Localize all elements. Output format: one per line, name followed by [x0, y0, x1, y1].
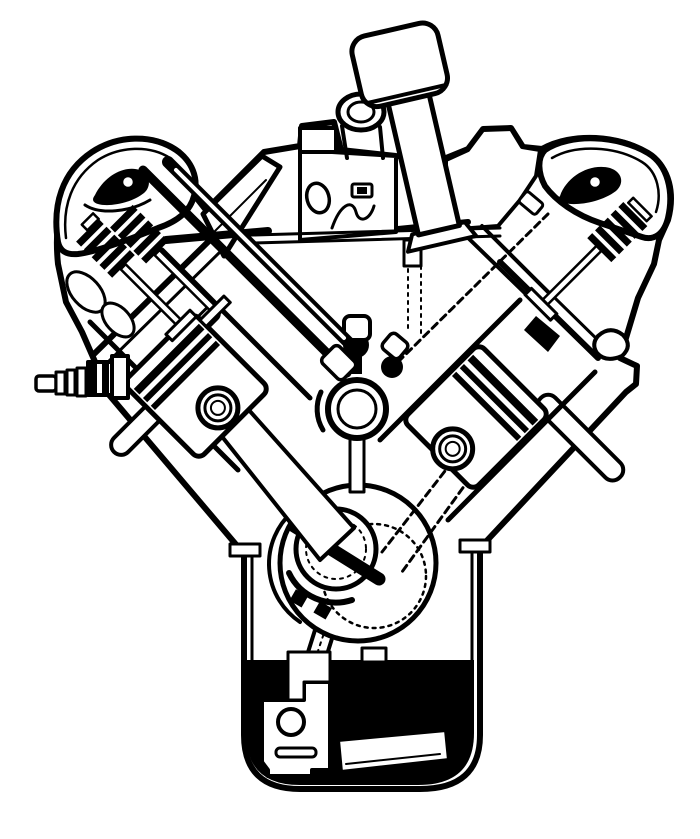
right-valve-spring	[523, 196, 653, 322]
right-piston	[377, 297, 598, 523]
spark-plug	[34, 354, 130, 400]
right-rocker-arm	[558, 166, 622, 205]
pushrod	[138, 156, 358, 382]
oil-filler-cap	[349, 20, 450, 110]
left-piston	[87, 247, 313, 473]
left-rocker-arm	[83, 168, 152, 213]
camshaft	[314, 314, 410, 494]
right-connecting-rod	[380, 460, 472, 574]
left-valve-springs	[76, 204, 232, 343]
oil-pump	[260, 646, 388, 778]
